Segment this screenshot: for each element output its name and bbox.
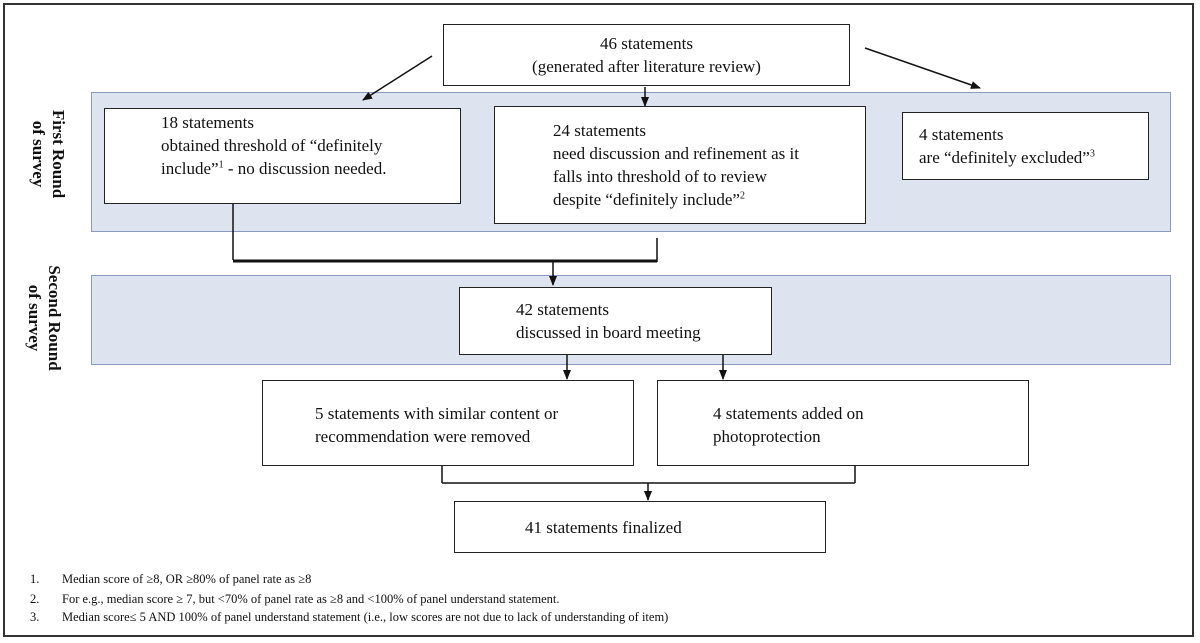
excluded-count: 4 statements bbox=[919, 125, 1004, 144]
removed-box: 5 statements with similar content or rec… bbox=[262, 380, 634, 466]
initial-description: (generated after literature review) bbox=[532, 57, 761, 76]
footnote-ref-1: 1 bbox=[218, 159, 224, 171]
discussion-line4: despite “definitely include”2 bbox=[553, 190, 745, 209]
excluded-line2: are “definitely excluded”3 bbox=[919, 148, 1095, 167]
footnote-ref-3: 3 bbox=[1089, 148, 1095, 160]
removed-line2: recommendation were removed bbox=[315, 427, 531, 446]
include-count: 18 statements bbox=[161, 113, 255, 132]
initial-statements-box: 46 statements (generated after literatur… bbox=[443, 24, 850, 86]
discussion-line2: need discussion and refinement as it bbox=[553, 144, 799, 163]
excluded-box: 4 statements are “definitely excluded”3 bbox=[902, 112, 1149, 180]
board-description: discussed in board meeting bbox=[516, 323, 701, 342]
initial-count: 46 statements bbox=[599, 34, 693, 53]
footnote-2: 2.For e.g., median score ≥ 7, but <70% o… bbox=[30, 592, 560, 606]
added-box: 4 statements added on photoprotection bbox=[657, 380, 1029, 466]
footnote-ref-2: 2 bbox=[739, 190, 745, 202]
discussion-line3: falls into threshold of to review bbox=[553, 167, 767, 186]
footnote-3: 3.Median score≤ 5 AND 100% of panel unde… bbox=[30, 610, 669, 624]
final-statement: 41 statements finalized bbox=[525, 518, 682, 537]
added-line2: photoprotection bbox=[713, 427, 821, 446]
removed-line1: 5 statements with similar content or bbox=[315, 404, 559, 423]
include-line2: obtained threshold of “definitely bbox=[161, 136, 383, 155]
include-line3: include”1 - no discussion needed. bbox=[161, 159, 387, 178]
final-box: 41 statements finalized bbox=[454, 501, 826, 553]
outer-frame bbox=[3, 3, 1194, 637]
discussion-box: 24 statements need discussion and refine… bbox=[494, 106, 866, 224]
footnote-1: 1.Median score of ≥8, OR ≥80% of panel r… bbox=[30, 572, 312, 586]
discussion-count: 24 statements bbox=[553, 121, 647, 140]
added-line1: 4 statements added on bbox=[713, 404, 864, 423]
include-box: 18 statements obtained threshold of “def… bbox=[104, 108, 461, 204]
arrow-to-include bbox=[362, 55, 433, 101]
arrow-to-excluded bbox=[864, 47, 981, 89]
board-meeting-box: 42 statements discussed in board meeting bbox=[459, 287, 772, 355]
board-count: 42 statements bbox=[516, 300, 610, 319]
